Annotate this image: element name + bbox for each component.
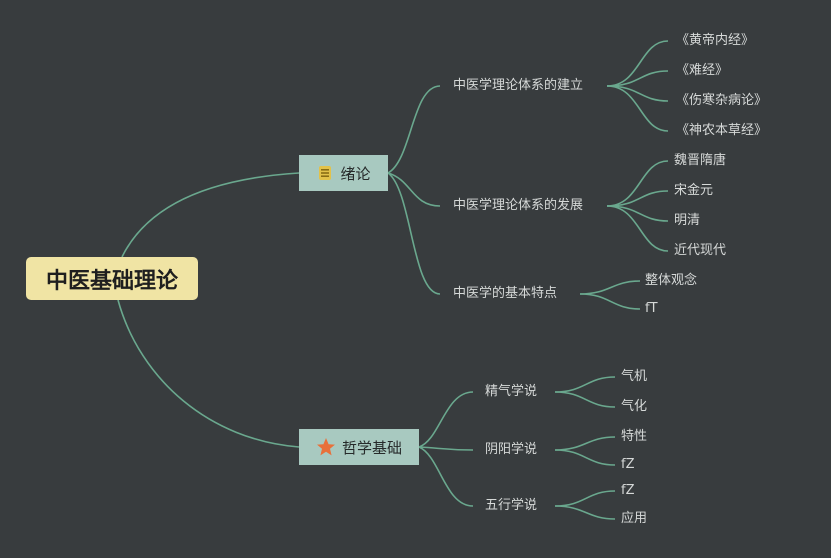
link-establish-3 — [606, 85, 669, 102]
link-establish-2 — [606, 70, 669, 87]
leaf-node[interactable]: 整体观念 — [645, 273, 698, 288]
link-features-2 — [579, 293, 641, 310]
topic-features[interactable]: 中医学的基本特点 — [453, 286, 558, 301]
leaf-node[interactable]: fZ — [621, 483, 635, 498]
link-wuxing-2 — [554, 505, 616, 520]
leaf-node[interactable]: 气化 — [621, 399, 648, 414]
link-establish-4 — [606, 85, 669, 132]
leaf-node[interactable]: 应用 — [621, 511, 648, 526]
leaf-node[interactable]: fT — [645, 301, 658, 316]
leaf-node[interactable]: 气机 — [621, 369, 648, 384]
connector-lines — [117, 40, 669, 520]
scroll-icon — [316, 164, 334, 182]
link-root-intro — [121, 172, 300, 258]
link-intro-establish — [387, 85, 441, 174]
leaf-node[interactable]: 《伤寒杂病论》 — [676, 93, 768, 108]
leaf-node[interactable]: 《黄帝内经》 — [676, 33, 755, 48]
branch-node-intro[interactable]: 绪论 — [299, 155, 388, 191]
link-wuxing-1 — [554, 490, 616, 507]
link-develop-4 — [606, 205, 669, 252]
branch-node-philosophy[interactable]: 哲学基础 — [299, 429, 419, 465]
link-jingqi-1 — [554, 376, 616, 393]
leaf-node[interactable]: 《神农本草经》 — [676, 123, 768, 138]
link-yinyang-1 — [554, 436, 616, 451]
leaf-node[interactable]: 《难经》 — [676, 63, 729, 78]
link-develop-3 — [606, 205, 669, 222]
topic-jingqi[interactable]: 精气学说 — [485, 384, 538, 399]
link-phil-yinyang — [418, 446, 474, 451]
branch-label-intro: 绪论 — [340, 164, 371, 183]
leaf-node[interactable]: 魏晋隋唐 — [674, 153, 727, 168]
leaf-node[interactable]: 特性 — [621, 429, 648, 444]
link-phil-jingqi — [418, 391, 474, 448]
topic-yinyang[interactable]: 阴阳学说 — [485, 442, 538, 457]
link-develop-2 — [606, 190, 669, 207]
leaf-node[interactable]: 近代现代 — [674, 243, 727, 258]
leaf-node[interactable]: 明清 — [674, 213, 701, 228]
link-jingqi-2 — [554, 391, 616, 408]
leaf-node[interactable]: 宋金元 — [674, 183, 714, 198]
link-phil-wuxing — [418, 446, 474, 507]
link-establish-1 — [606, 40, 669, 87]
link-yinyang-2 — [554, 449, 616, 466]
link-develop-1 — [606, 160, 669, 207]
star-icon — [316, 437, 336, 457]
link-root-phil — [117, 299, 300, 448]
leaf-node[interactable]: fZ — [621, 457, 635, 472]
link-intro-features — [387, 172, 441, 295]
link-intro-develop — [387, 172, 441, 207]
branch-label-philosophy: 哲学基础 — [341, 438, 402, 457]
topic-establish[interactable]: 中医学理论体系的建立 — [453, 78, 584, 93]
topic-wuxing[interactable]: 五行学说 — [485, 498, 538, 513]
root-node[interactable]: 中医基础理论 — [26, 257, 198, 300]
link-features-1 — [579, 280, 641, 295]
topic-develop[interactable]: 中医学理论体系的发展 — [453, 198, 584, 213]
